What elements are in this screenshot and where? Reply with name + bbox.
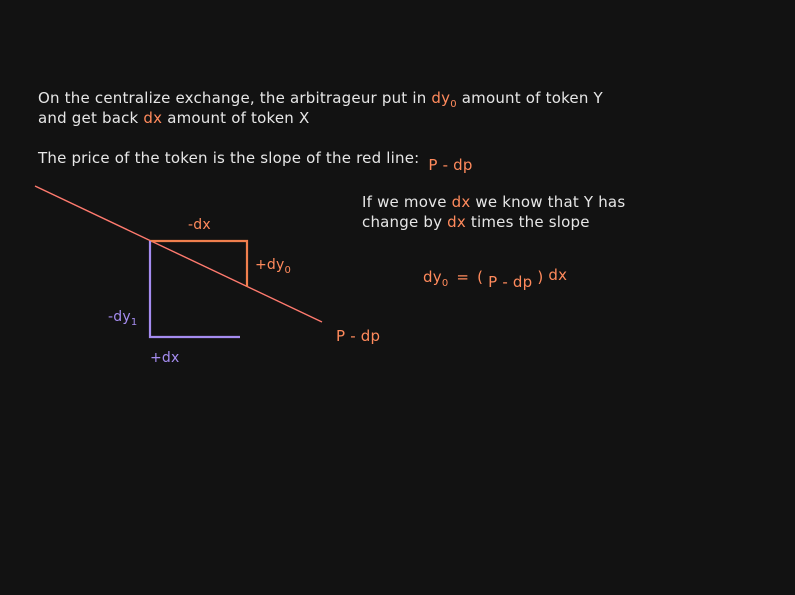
equation-close-paren: ): [537, 268, 544, 286]
equation-lhs: dy0: [423, 268, 449, 289]
explain-line-1-pre: If we move: [362, 193, 447, 211]
equation-open-paren: (: [477, 268, 484, 286]
explain-line-1-post: we know that Y has: [475, 193, 626, 211]
dy0-term: dy0: [431, 89, 457, 110]
intro-line-1-pre: On the centralize exchange, the arbitrag…: [38, 89, 427, 107]
dx-term: dx: [143, 109, 163, 127]
label-minus-dy1: -dy1: [108, 309, 138, 328]
price-caption-expr: P - dp: [428, 156, 473, 174]
intro-line-1-post: amount of token Y: [461, 89, 603, 107]
intro-line-2-post: amount of token X: [167, 109, 310, 127]
explain-line-2: change by dx times the slope: [362, 213, 590, 231]
equation-rhs: dx: [548, 266, 568, 284]
label-plus-dx: +dx: [150, 350, 180, 366]
explain-dx-term-1: dx: [451, 193, 471, 211]
explain-dx-term-2: dx: [447, 213, 466, 231]
orange-step-path: [150, 239, 249, 287]
price-line-caption: The price of the token is the slope of t…: [38, 149, 473, 174]
intro-line-2-pre: and get back: [38, 109, 139, 127]
equation: dy0 = ( P - dp ) dx: [423, 266, 568, 291]
label-plus-dy0: +dy0: [255, 257, 292, 276]
label-minus-dx: -dx: [188, 217, 211, 233]
equation-expr: P - dp: [488, 273, 533, 291]
price-caption-text: The price of the token is the slope of t…: [38, 149, 420, 167]
price-line: [34, 185, 323, 323]
intro-line-1: On the centralize exchange, the arbitrag…: [38, 89, 603, 110]
explain-line-2-pre: change by: [362, 213, 443, 231]
explain-line-1: If we move dx we know that Y has: [362, 193, 625, 211]
explain-line-2-post: times the slope: [470, 213, 590, 231]
intro-line-2: and get back dx amount of token X: [38, 109, 309, 127]
equation-equals: =: [456, 268, 470, 286]
label-price-line: P - dp: [336, 327, 381, 345]
purple-step-path: [148, 241, 240, 339]
